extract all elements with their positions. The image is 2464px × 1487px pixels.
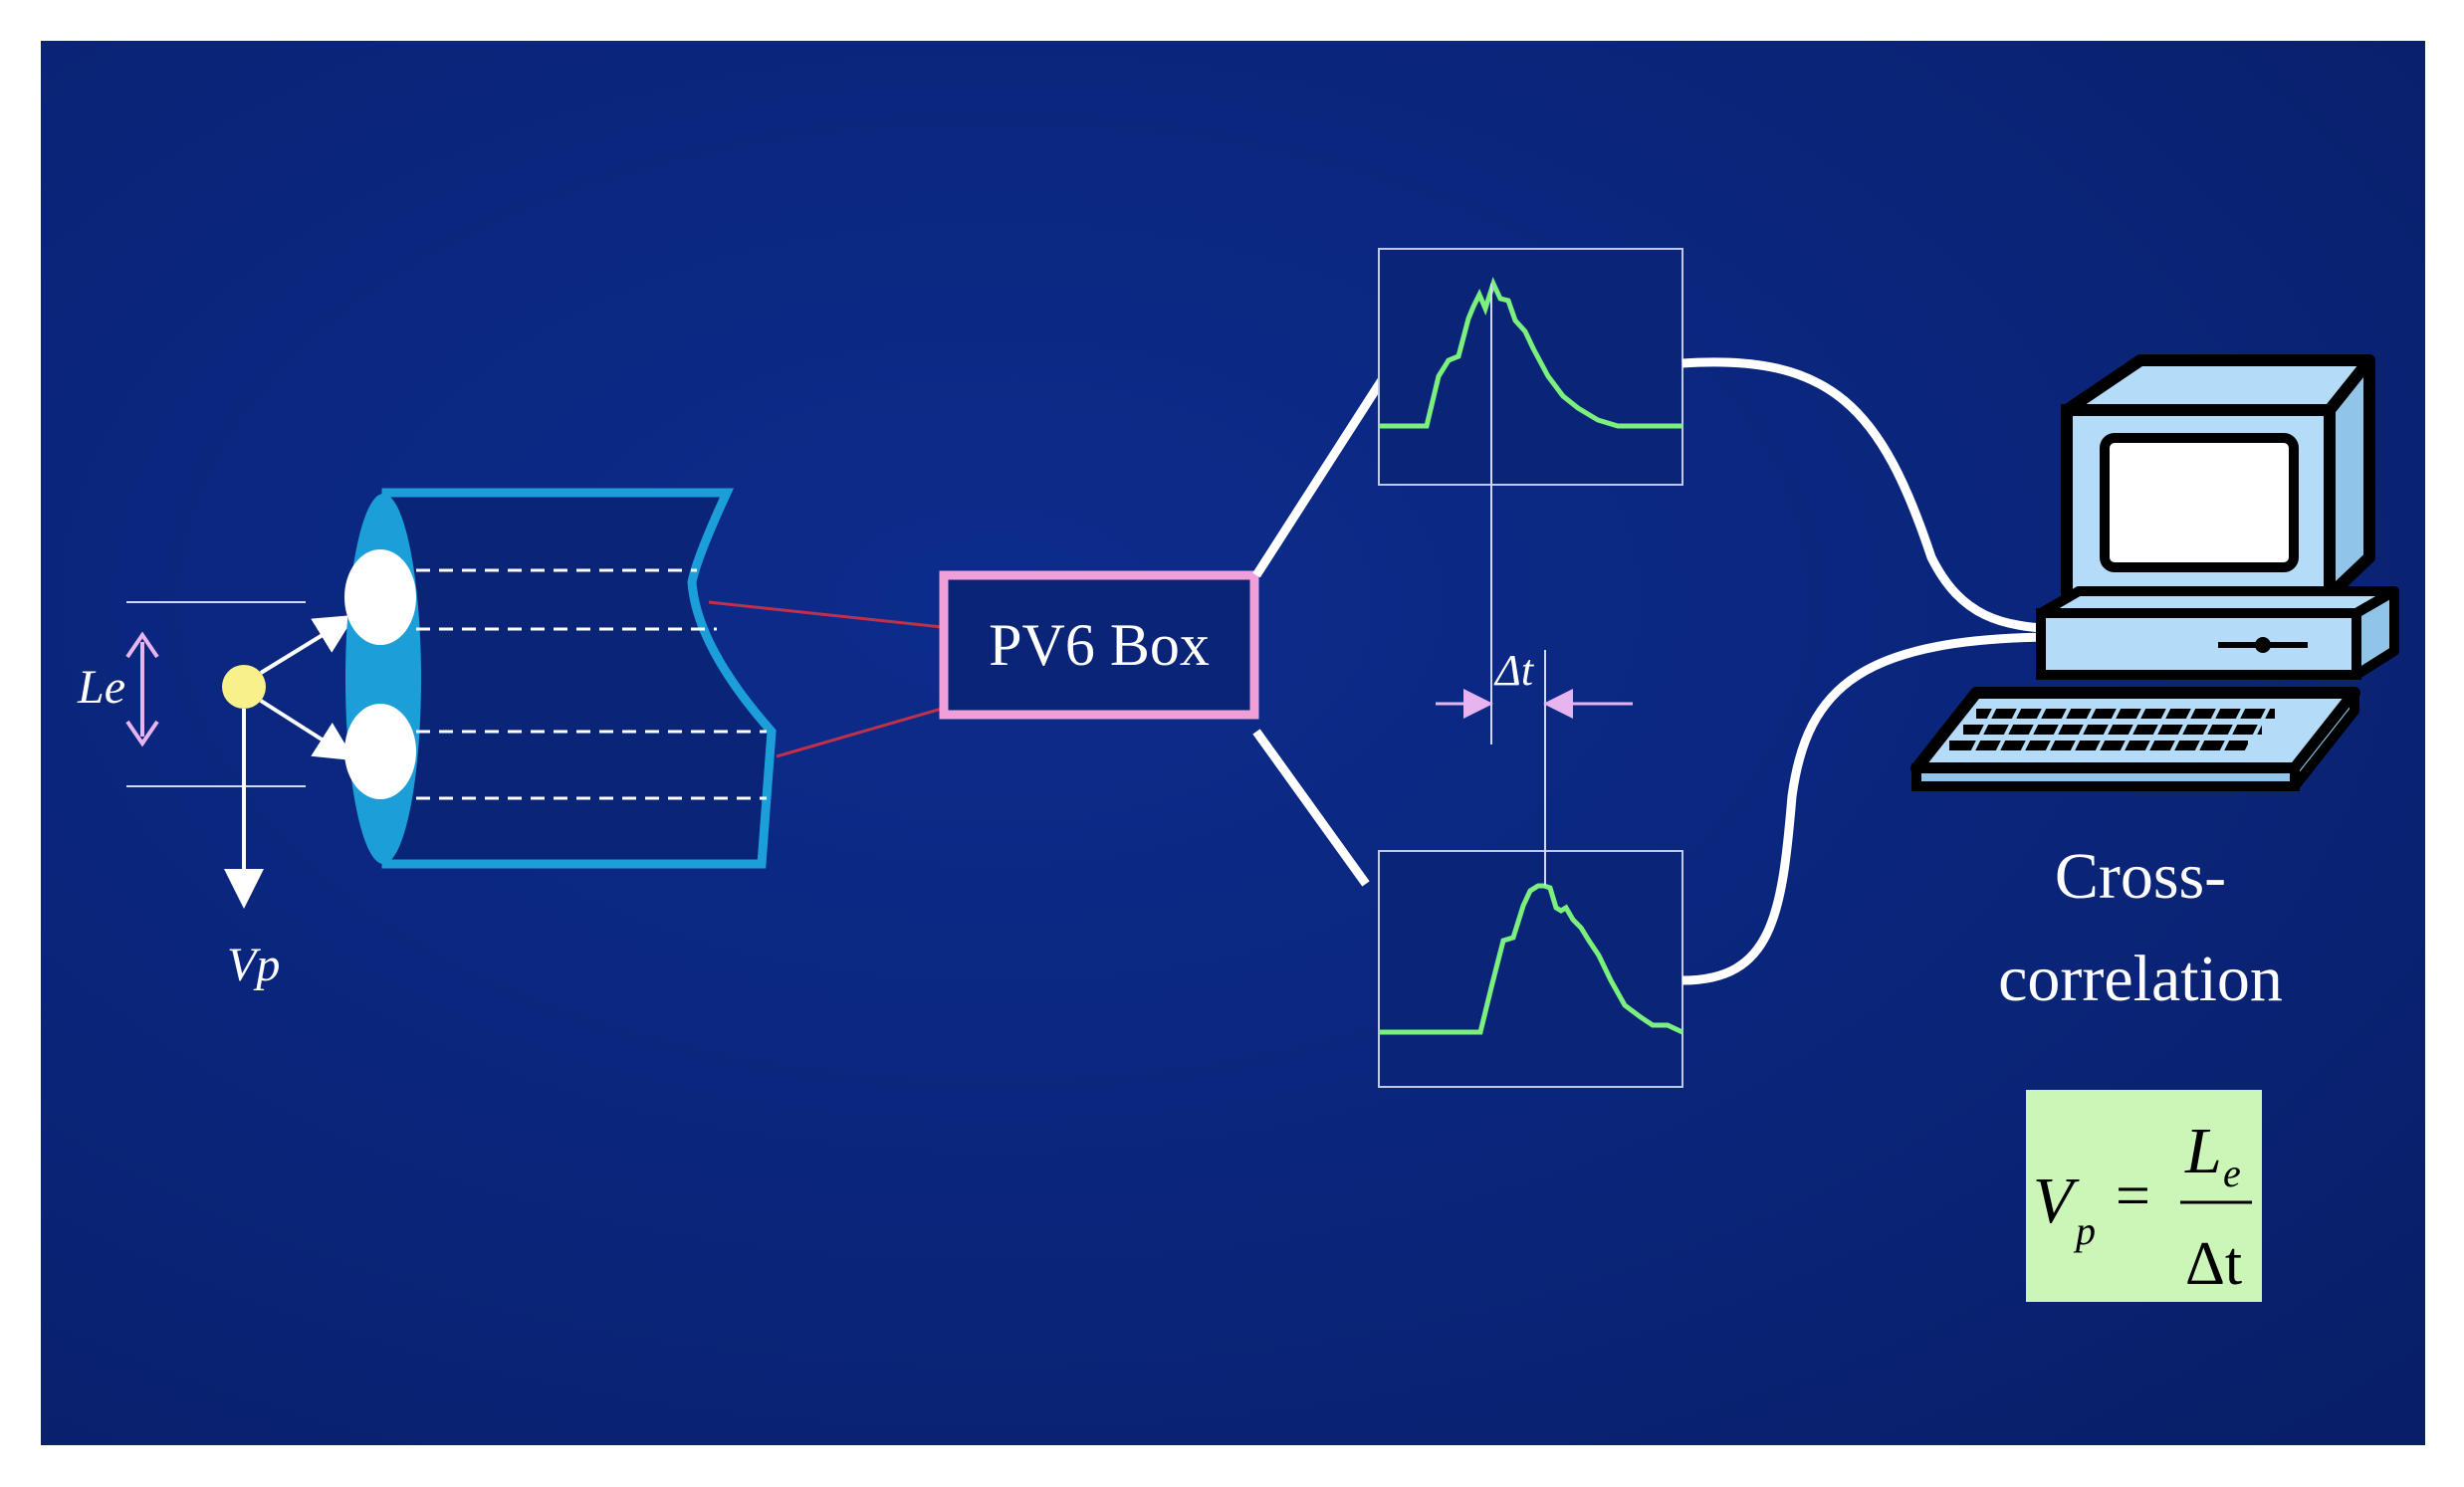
formula-lhs-subscript: p bbox=[2073, 1208, 2096, 1253]
formula-denominator: Δt bbox=[2185, 1230, 2242, 1298]
formula: V p = L e Δt bbox=[2033, 1115, 2252, 1298]
computer-caption-line2: correlation bbox=[1998, 943, 2283, 1015]
particle bbox=[222, 665, 266, 709]
formula-numerator: L bbox=[2184, 1115, 2222, 1187]
box-cable-upper bbox=[1252, 369, 1391, 578]
probe-cable-upper bbox=[708, 600, 943, 629]
signal-waveform-upper bbox=[1379, 277, 1682, 429]
fiber-dashed-lines bbox=[416, 568, 767, 800]
cable-to-computer-upper bbox=[1681, 357, 2062, 634]
delta-t-label: Δt bbox=[1493, 646, 1535, 695]
probe-cable-lower bbox=[776, 707, 943, 758]
pv6-box-label: PV6 Box bbox=[989, 612, 1210, 678]
particle-arrow-upper bbox=[259, 614, 355, 675]
box-cable-lower bbox=[1252, 729, 1370, 887]
probe-tube bbox=[345, 488, 777, 869]
probe-fiber-upper bbox=[344, 549, 416, 645]
signal-box-upper bbox=[1378, 248, 1683, 486]
formula-equals: = bbox=[2116, 1163, 2150, 1230]
signal-box-lower bbox=[1378, 850, 1683, 1088]
cable-to-computer-lower bbox=[1681, 632, 2062, 985]
formula-lhs: V bbox=[2033, 1165, 2080, 1237]
probe-fiber-lower bbox=[344, 704, 416, 799]
spacing-label: Le bbox=[77, 661, 125, 714]
pv6-box bbox=[939, 570, 1259, 720]
velocity-label: Vp bbox=[227, 939, 280, 991]
computer-caption-line1: Cross- bbox=[2055, 840, 2226, 913]
particle-arrow-lower bbox=[259, 699, 355, 761]
formula-box bbox=[2026, 1090, 2262, 1302]
formula-numerator-subscript: e bbox=[2223, 1151, 2241, 1195]
computer-icon bbox=[1910, 354, 2399, 791]
signal-waveform-lower bbox=[1379, 883, 1684, 1035]
spacing-double-arrow bbox=[125, 631, 159, 747]
